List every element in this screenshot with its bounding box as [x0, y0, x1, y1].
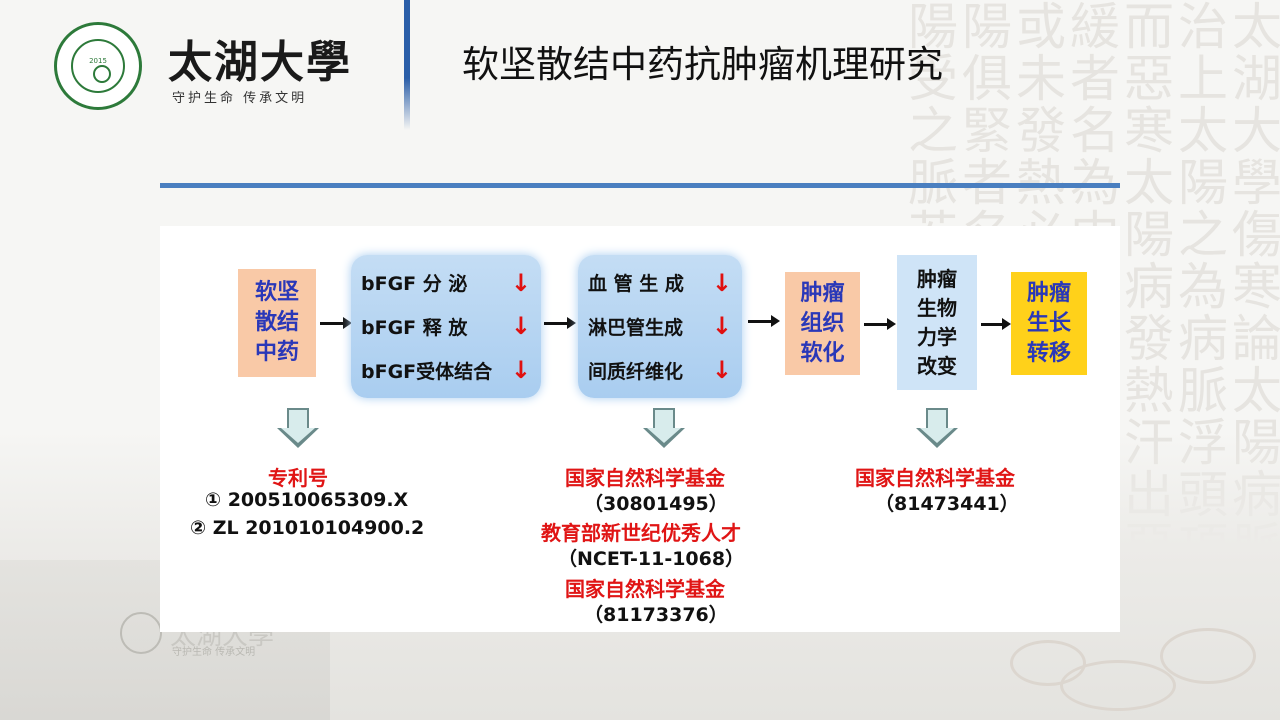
fund-number: （81173376） — [584, 604, 728, 626]
fund-title: 国家自然科学基金 — [855, 466, 1015, 490]
university-name: 太湖大學 — [168, 37, 352, 88]
box-line: 改变 — [917, 353, 957, 378]
cloud-decoration — [1060, 660, 1176, 711]
angio-row-label: 血 管 生 成 — [588, 273, 684, 296]
header-divider — [404, 0, 410, 130]
box-line: 软坚 — [254, 280, 299, 305]
box-line: 肿瘤 — [1026, 280, 1071, 306]
box-line: 力学 — [917, 324, 957, 349]
background-building-logo — [120, 612, 162, 654]
talent-program-title: 教育部新世纪优秀人才 — [541, 521, 741, 545]
cloud-decoration — [1160, 628, 1256, 684]
fund-number: （30801495） — [584, 493, 728, 515]
fund-title: 国家自然科学基金 — [565, 466, 725, 490]
logo-emblem: 2015 — [71, 39, 125, 93]
box-line: 组织 — [800, 310, 845, 336]
hollow-down-arrow-icon — [277, 408, 319, 448]
box-line: 中药 — [254, 340, 299, 365]
bfgf-row-label: bFGF 分 泌 — [361, 273, 468, 296]
angio-row: 间质纤维化 ↓ — [588, 357, 732, 384]
patent-number-2: ② ZL 201010104900.2 — [190, 517, 425, 539]
hollow-down-arrow-icon — [916, 408, 958, 448]
angio-row-label: 间质纤维化 — [588, 360, 684, 383]
box-bfgf: bFGF 分 泌 ↓ bFGF 释 放 ↓ bFGF受体结合 ↓ — [351, 255, 541, 398]
bfgf-row: bFGF 分 泌 ↓ — [361, 269, 531, 296]
box-soft-hard-herbs: 软坚 散结 中药 — [238, 269, 316, 377]
down-red-arrow-icon: ↓ — [510, 356, 531, 385]
hollow-down-arrow-icon — [643, 408, 685, 448]
bfgf-row-label: bFGF受体结合 — [361, 360, 493, 383]
box-tumor-softening: 肿瘤 组织 软化 — [785, 272, 860, 375]
bfgf-row-label: bFGF 释 放 — [361, 316, 468, 339]
box-angiogenesis: 血 管 生 成 ↓ 淋巴管生成 ↓ 间质纤维化 ↓ — [578, 255, 742, 398]
angio-row: 淋巴管生成 ↓ — [588, 313, 732, 340]
box-line: 生物 — [917, 295, 957, 320]
cloud-decoration — [1010, 640, 1086, 686]
patent-title: 专利号 — [268, 466, 328, 490]
box-line: 散结 — [254, 310, 299, 335]
down-red-arrow-icon: ↓ — [510, 268, 531, 297]
page-title: 软坚散结中药抗肿瘤机理研究 — [462, 43, 943, 86]
flow-arrow-5 — [981, 318, 1011, 330]
down-red-arrow-icon: ↓ — [711, 312, 732, 341]
angio-row: 血 管 生 成 ↓ — [588, 269, 732, 296]
university-logo: 2015 — [54, 22, 142, 110]
box-line: 肿瘤 — [917, 266, 957, 291]
flow-arrow-2 — [544, 317, 576, 329]
box-line: 肿瘤 — [800, 280, 845, 306]
flow-arrow-1 — [320, 317, 352, 329]
talent-program-number: （NCET-11-1068） — [558, 548, 745, 570]
flow-arrow-4 — [864, 318, 896, 330]
title-underline-bar — [160, 183, 1120, 188]
box-line: 转移 — [1026, 340, 1071, 366]
down-red-arrow-icon: ↓ — [510, 312, 531, 341]
box-line: 软化 — [800, 340, 845, 366]
box-biomechanics: 肿瘤 生物 力学 改变 — [897, 255, 977, 390]
bfgf-row: bFGF受体结合 ↓ — [361, 357, 531, 384]
patent-number-1: ① 200510065309.X — [205, 489, 409, 511]
bfgf-row: bFGF 释 放 ↓ — [361, 313, 531, 340]
box-tumor-growth: 肿瘤 生长 转移 — [1011, 272, 1087, 375]
university-tagline: 守护生命 传承文明 — [172, 91, 308, 106]
background-building-subtext: 守护生命 传承文明 — [172, 647, 256, 658]
logo-mark-icon — [93, 65, 111, 83]
down-red-arrow-icon: ↓ — [711, 268, 732, 297]
down-red-arrow-icon: ↓ — [711, 356, 732, 385]
flow-arrow-3 — [748, 315, 780, 327]
box-line: 生长 — [1026, 310, 1071, 336]
angio-row-label: 淋巴管生成 — [588, 316, 684, 339]
fund-number: （81473441） — [875, 493, 1019, 515]
fund-title: 国家自然科学基金 — [565, 577, 725, 601]
logo-year: 2015 — [89, 57, 107, 65]
